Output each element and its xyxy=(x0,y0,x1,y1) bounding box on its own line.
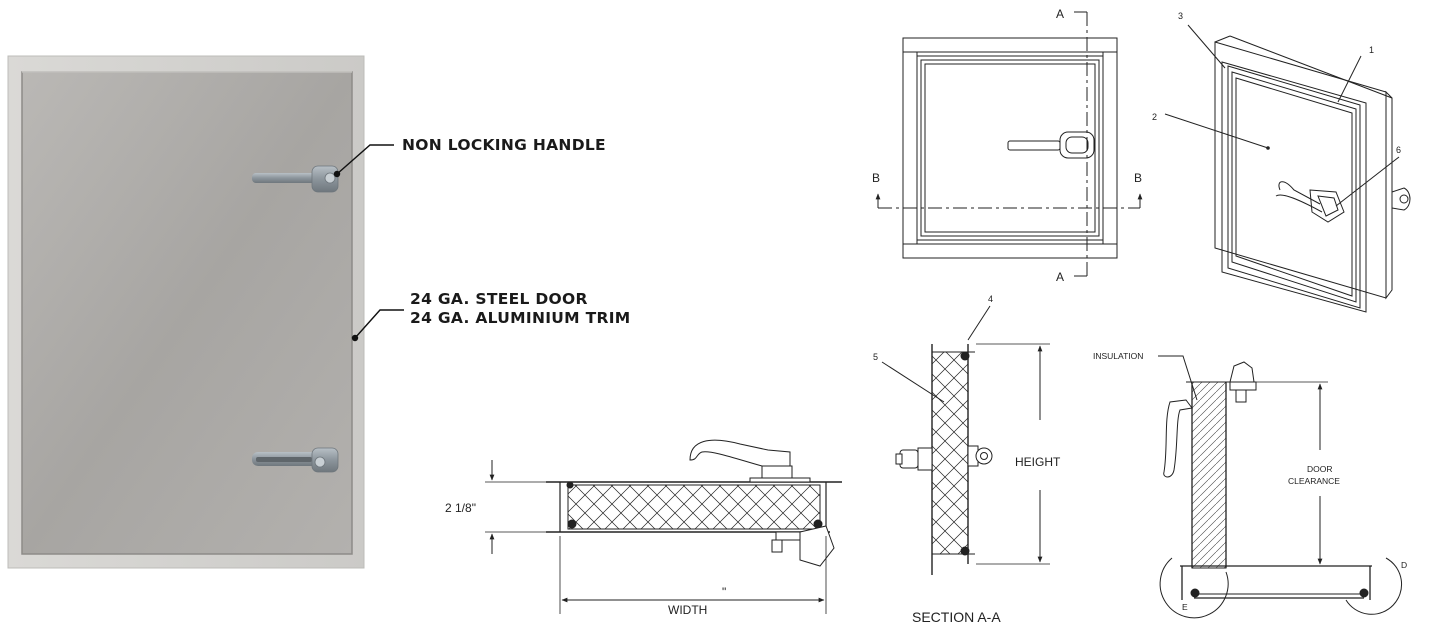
detail-e-label: E xyxy=(1182,602,1188,612)
non-locking-handle xyxy=(252,165,339,193)
thickness-dimension: 2 1/8" xyxy=(445,501,476,515)
inch-mark: " xyxy=(722,585,726,599)
insulation-label: INSULATION xyxy=(1093,351,1143,361)
front-view xyxy=(875,11,1143,277)
plan-section xyxy=(485,439,842,614)
section-aa-insulation xyxy=(931,351,969,555)
lower-handle xyxy=(252,447,339,473)
detail-d-label: D xyxy=(1401,560,1407,570)
height-dimension: HEIGHT xyxy=(1015,455,1061,469)
material-leader xyxy=(351,309,404,342)
iso-tag-1: 1 xyxy=(1369,45,1374,55)
iso-tag-6: 6 xyxy=(1396,145,1401,155)
iso-tag-3: 3 xyxy=(1178,11,1183,21)
section-aa-tag-5: 5 xyxy=(873,352,878,362)
door-clearance-line1: DOOR xyxy=(1307,464,1333,474)
section-b-left-label: B xyxy=(872,171,880,185)
section-aa xyxy=(881,305,1050,575)
section-a-bottom-label: A xyxy=(1056,270,1064,284)
section-b-right-label: B xyxy=(1134,171,1142,185)
plan-insulation xyxy=(567,484,821,530)
section-aa-caption: SECTION A-A xyxy=(912,609,1001,624)
detail-view xyxy=(1158,355,1403,619)
iso-tag-2: 2 xyxy=(1152,112,1157,122)
handle-callout: NON LOCKING HANDLE xyxy=(402,136,606,154)
isometric-view xyxy=(1164,24,1411,313)
aluminium-trim-callout: 24 GA. ALUMINIUM TRIM xyxy=(410,309,631,327)
door-clearance-line2: CLEARANCE xyxy=(1288,476,1340,486)
detail-insulation xyxy=(1191,381,1227,569)
section-aa-tag-4: 4 xyxy=(988,294,993,304)
door-panel xyxy=(21,71,353,555)
handle-leader xyxy=(333,144,394,178)
width-dimension: WIDTH xyxy=(668,603,707,617)
section-a-top-label: A xyxy=(1056,7,1064,21)
door-photo xyxy=(7,55,404,569)
steel-door-callout: 24 GA. STEEL DOOR xyxy=(410,290,588,308)
